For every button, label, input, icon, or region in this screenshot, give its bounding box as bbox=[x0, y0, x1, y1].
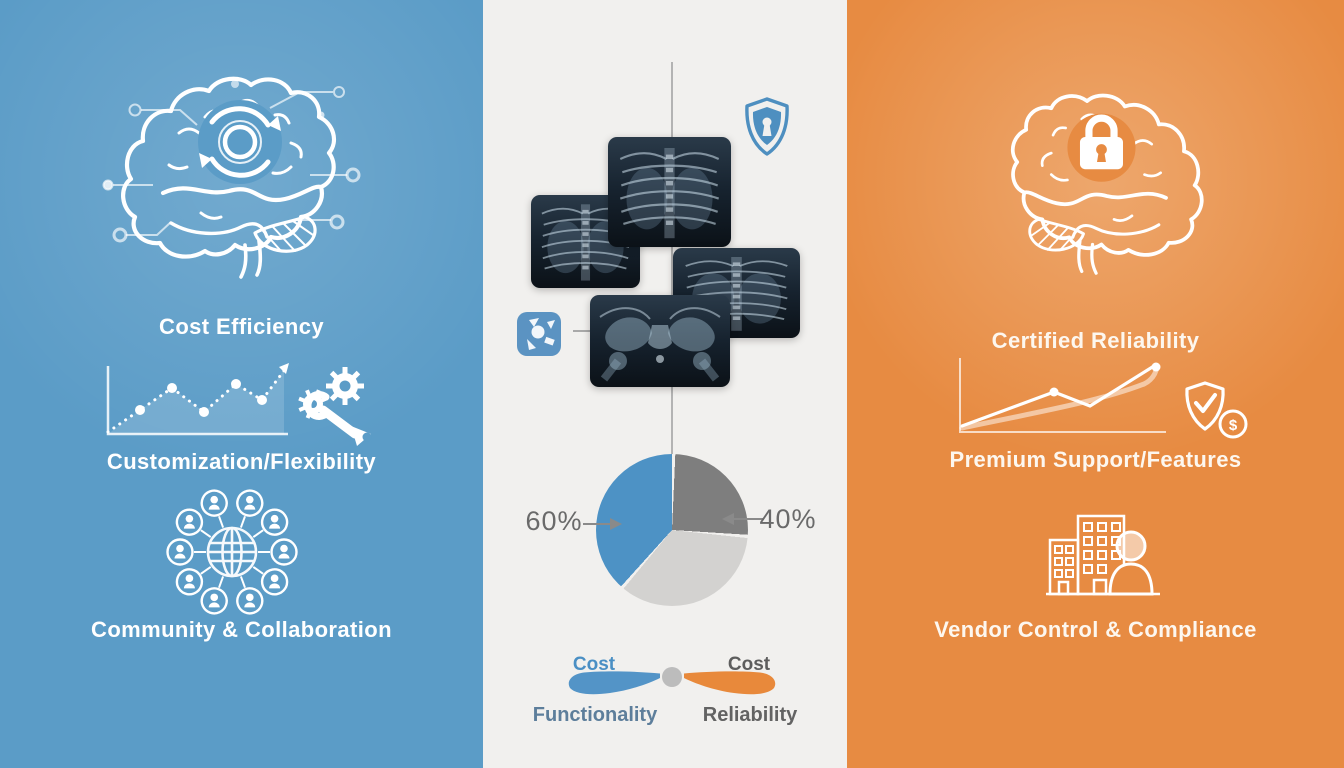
caption-premium-support-features: Premium Support/Features bbox=[949, 447, 1242, 472]
balance-pivot bbox=[662, 667, 682, 687]
dollar-sign: $ bbox=[1229, 417, 1238, 434]
caption-community-collaboration: Community & Collaboration bbox=[91, 617, 392, 642]
pie-label-60: 60% bbox=[525, 506, 582, 536]
caption-certified-reliability: Certified Reliability bbox=[991, 328, 1200, 353]
caption-cost-efficiency: Cost Efficiency bbox=[159, 314, 324, 339]
chip-connector-line bbox=[573, 330, 603, 332]
pie-annotations: 60% 40% bbox=[525, 504, 816, 536]
label-reliability: Reliability bbox=[702, 704, 798, 726]
sync-icon-backdrop bbox=[198, 100, 282, 184]
sync-arrows-icon bbox=[199, 106, 281, 178]
wrench bbox=[304, 390, 372, 446]
commercial-panel: Certified Reliability $ Premium Support/… bbox=[847, 0, 1344, 768]
brain-lock-icon bbox=[1010, 93, 1204, 276]
label-functionality: Functionality bbox=[532, 704, 658, 726]
chest-xray-top bbox=[608, 137, 731, 247]
gear-large bbox=[326, 367, 364, 405]
arrow-left-icon bbox=[722, 513, 734, 525]
center-panel: 60% 40% Cost Cost Functionality Reliabil… bbox=[483, 0, 847, 768]
growth-line-chart-icon bbox=[106, 363, 289, 436]
pelvis-xray bbox=[590, 295, 730, 387]
lock-icon bbox=[1079, 114, 1123, 170]
caption-vendor-control-compliance: Vendor Control & Compliance bbox=[934, 617, 1257, 642]
person bbox=[1108, 530, 1154, 596]
pie-chart bbox=[596, 454, 748, 606]
balance-left-pan bbox=[568, 671, 660, 695]
globe bbox=[206, 526, 258, 578]
pie-label-40: 40% bbox=[759, 504, 816, 534]
vertical-divider-line bbox=[671, 62, 673, 454]
gears-wrench-icon bbox=[298, 367, 372, 446]
label-cost-left: Cost bbox=[572, 654, 616, 675]
balance-scale-icon bbox=[568, 667, 776, 695]
building-windows bbox=[1054, 522, 1121, 578]
trend-lines-chart-icon bbox=[959, 358, 1166, 433]
arrow-right-icon bbox=[610, 518, 622, 530]
open-source-panel: Cost Efficiency bbox=[0, 0, 483, 768]
caption-customization-flexibility: Customization/Flexibility bbox=[106, 449, 377, 474]
balance-right-pan bbox=[684, 671, 776, 695]
brain-circuit-sync-icon bbox=[102, 70, 361, 285]
label-cost-right: Cost bbox=[727, 654, 771, 675]
community-members bbox=[166, 489, 298, 615]
blue-chip-icon bbox=[517, 312, 561, 356]
buildings-person-icon bbox=[1046, 514, 1160, 596]
community-globe-network-icon bbox=[166, 489, 298, 615]
shield-check-dollar-icon: $ bbox=[1185, 381, 1248, 439]
shield-keyhole-icon bbox=[745, 97, 789, 156]
